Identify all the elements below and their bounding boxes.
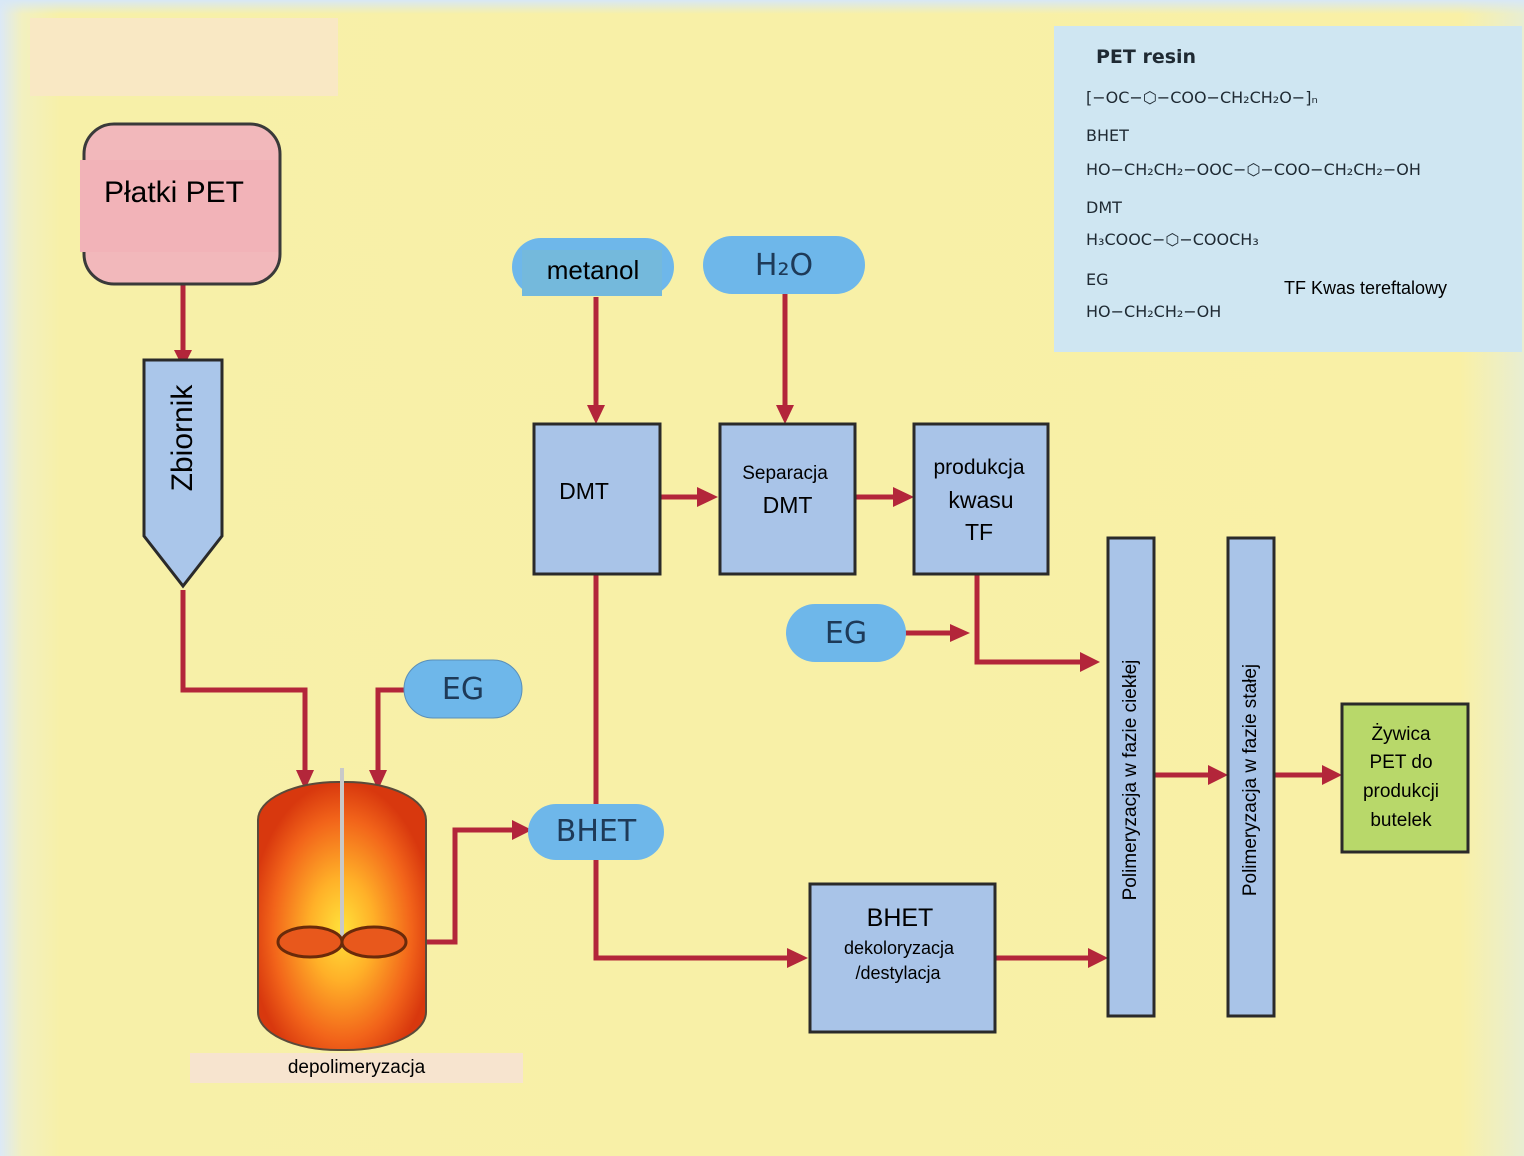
bhet-pill-label: BHET [555, 814, 637, 849]
bhet-pill [528, 804, 664, 860]
arrow-head [512, 820, 532, 840]
arrow-head [1088, 948, 1108, 968]
legend-pet-formula: [−OC−⬡−COO−CH₂CH₂O−]ₙ [1086, 88, 1318, 107]
arrow-head [369, 770, 387, 790]
legend-bhet-name: BHET [1086, 126, 1129, 145]
arrow-head [587, 405, 605, 424]
flow-arrows [180, 281, 1333, 961]
zywica-label-3: produkcji [1362, 781, 1440, 802]
legend-dmt-name: DMT [1086, 198, 1122, 217]
legend-eg-name: EG [1086, 270, 1109, 289]
blank-title-box [30, 18, 338, 96]
legend-title: PET resin [1096, 46, 1197, 68]
h2o-label: H₂O [754, 248, 814, 283]
zywica-label-1: Żywica [1371, 724, 1431, 745]
zywica-box [1340, 702, 1470, 854]
separacja-label-1: Separacja [742, 463, 828, 484]
arrow-head [296, 770, 314, 790]
reactor-impeller-right [340, 925, 408, 959]
bhet-dekol-box [808, 882, 997, 1034]
eg-top-label: EG [824, 616, 868, 651]
arrow-head [787, 948, 808, 968]
reactor-impeller-left [276, 925, 344, 959]
arrow-head [1080, 652, 1100, 672]
poly-solid-column [1226, 536, 1276, 1018]
eg-left-label: EG [441, 672, 485, 707]
platki-pet-label: Płatki PET [103, 176, 245, 209]
zbiornik-hopper [142, 358, 224, 589]
eg-pill-left [403, 659, 523, 719]
arrow-head [1208, 765, 1228, 785]
bhet-box-label-3: /destylacja [855, 963, 941, 983]
metanol-label-bg [522, 250, 662, 296]
dmt-box [532, 422, 662, 576]
h2o-pill [703, 236, 865, 294]
bhet-box-label-1: BHET [866, 904, 934, 932]
eg-pill-top [786, 604, 906, 662]
legend-eg-formula: HO−CH₂CH₂−OH [1086, 302, 1222, 321]
top-strip [0, 0, 1524, 14]
arrow-produkcja-poly [974, 573, 1093, 665]
zywica-label-2: PET do [1369, 752, 1433, 773]
arrow-head [697, 487, 718, 507]
poly-solid-label: Polimeryzacja w fazie stałej [1240, 663, 1261, 897]
dmt-label: DMT [559, 478, 609, 504]
arrow-eg-reactor [375, 687, 405, 782]
chemical-legend: PET resin [−OC−⬡−COO−CH₂CH₂O−]ₙ BHET HO−… [1054, 26, 1522, 352]
produkcja-box [912, 422, 1050, 576]
legend-dmt-formula: H₃COOC−⬡−COOCH₃ [1086, 230, 1259, 249]
legend-tf-note: TF Kwas tereftalowy [1284, 278, 1448, 298]
poly-liquid-label: Polimeryzacja w fazie ciekłej [1120, 659, 1141, 901]
platki-pet-label-bg [80, 160, 278, 252]
metanol-label: metanol [546, 255, 640, 285]
arrow-bhet-dekol [593, 858, 802, 961]
separacja-label-2: DMT [762, 492, 813, 518]
produkcja-label-2: kwasu [948, 487, 1014, 513]
produkcja-label-3: TF [964, 519, 994, 545]
arrow-zbiornik-reactor [180, 590, 308, 782]
zbiornik-label: Zbiornik [166, 384, 199, 492]
arrow-reactor-bhet [425, 827, 525, 945]
arrow-head [1322, 765, 1342, 785]
separacja-box [718, 422, 857, 576]
arrow-head [893, 487, 914, 507]
produkcja-label-1: produkcja [933, 456, 1025, 479]
arrow-head [776, 405, 794, 424]
bhet-box-label-2: dekoloryzacja [843, 938, 955, 958]
zywica-label-4: butelek [1370, 810, 1432, 831]
legend-bhet-formula: HO−CH₂CH₂−OOC−⬡−COO−CH₂CH₂−OH [1086, 160, 1421, 179]
arrow-head [950, 624, 970, 642]
poly-liquid-column [1106, 536, 1156, 1018]
depolimeryzacja-label: depolimeryzacja [190, 1053, 523, 1083]
